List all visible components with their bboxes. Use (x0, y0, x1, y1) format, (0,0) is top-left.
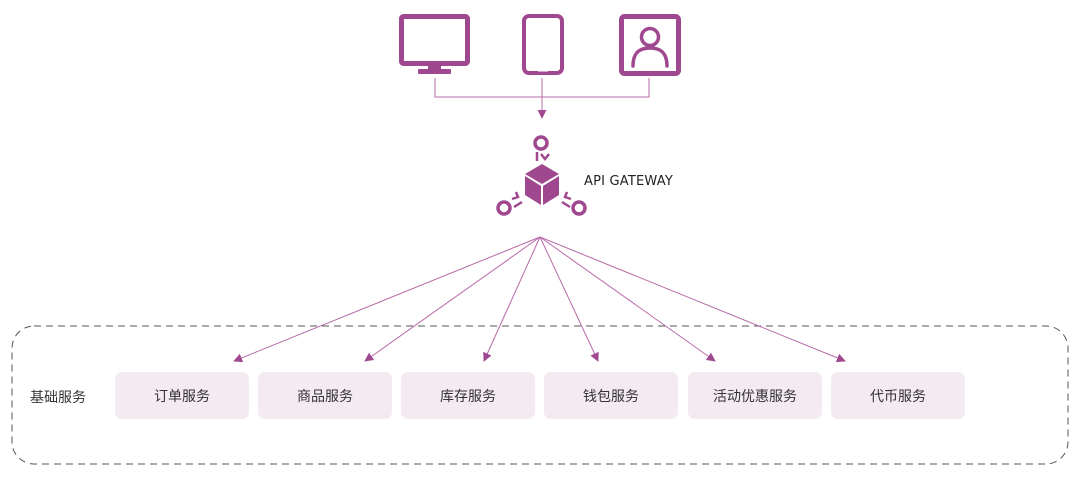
service-box-token: 代币服务 (831, 372, 965, 419)
service-box-product: 商品服务 (258, 372, 392, 419)
arrow-to-service-5 (539, 236, 716, 362)
service-label: 代币服务 (870, 388, 926, 405)
arrow-to-service-2 (364, 236, 541, 362)
tablet-icon (522, 14, 564, 75)
gateway-service-arrows (233, 236, 846, 363)
arrow-to-service-1 (233, 236, 541, 363)
service-label: 库存服务 (440, 388, 496, 405)
service-box-wallet: 钱包服务 (544, 372, 678, 419)
arrow-to-service-4 (539, 236, 599, 362)
service-label: 商品服务 (297, 388, 353, 405)
base-services-boundary (11, 325, 1069, 465)
service-label: 钱包服务 (583, 388, 639, 405)
api-gateway-label: API GATEWAY (584, 174, 673, 189)
service-box-promotion: 活动优惠服务 (688, 372, 822, 419)
monitor-icon (399, 14, 470, 74)
base-services-group-label: 基础服务 (30, 390, 86, 406)
arrow-to-service-6 (539, 236, 846, 363)
service-box-order: 订单服务 (115, 372, 249, 419)
client-connector-lines (434, 78, 650, 119)
user-profile-icon (619, 14, 681, 76)
api-gateway-cube-icon (496, 135, 587, 216)
service-label: 活动优惠服务 (713, 388, 797, 405)
service-box-inventory: 库存服务 (401, 372, 535, 419)
service-label: 订单服务 (154, 388, 210, 405)
arrow-to-service-3 (483, 236, 541, 362)
